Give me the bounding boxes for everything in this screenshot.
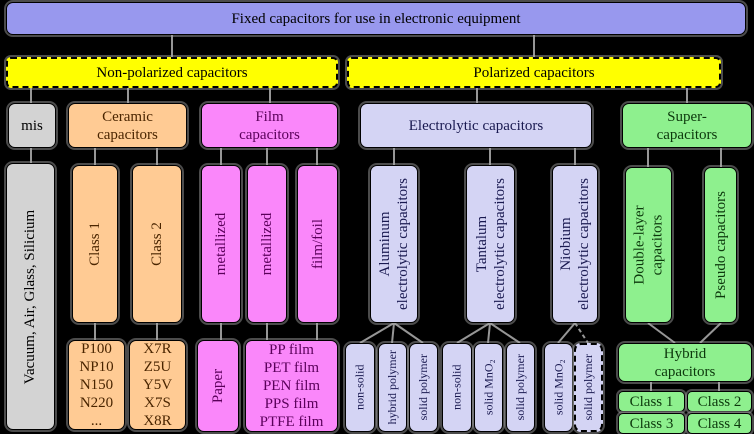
list-class2-types-label: X7R Z5U Y5V X7S X8R <box>142 341 173 429</box>
column-double-layer-label: Double-layer capacitors <box>631 205 666 285</box>
column-aluminum-electrolytic: Aluminum electrolytic capacitors <box>370 165 418 323</box>
list-class1-types-label: P100 NP10 N150 N220 ... <box>79 341 114 429</box>
column-tantalum-electrolytic-label: Tantalum electrolytic capacitors <box>473 177 508 311</box>
box-niobium-solid-polymer-label: solid polymer <box>581 354 596 421</box>
box-paper-label: Paper <box>210 368 226 404</box>
column-film-metallized-1: metallized <box>201 165 241 323</box>
box-aluminum-non-solid: non-solid <box>345 343 375 432</box>
root-box: Fixed capacitors for use in electronic e… <box>6 2 746 35</box>
box-super-class-1-label: Class 1 <box>629 393 674 410</box>
column-film-metallized-1-label: metallized <box>213 212 229 276</box>
column-film-foil: film/foil <box>297 165 338 323</box>
family-film-label: Film capacitors <box>239 108 300 143</box>
box-aluminum-hybrid-polymer: hybrid polymer <box>378 343 407 432</box>
column-ceramic-class-1: Class 1 <box>72 165 118 323</box>
column-film-foil-label: film/foil <box>309 219 326 269</box>
family-ceramic-label: Ceramic capacitors <box>97 108 158 143</box>
list-class1-types: P100 NP10 N150 N220 ... <box>68 340 125 430</box>
box-tantalum-solid-polymer-label: solid polymer <box>513 354 528 421</box>
box-tantalum-non-solid: non-solid <box>442 343 472 432</box>
family-mis: mis <box>8 103 56 148</box>
box-hybrid-capacitors: Hybrid capacitors <box>618 343 752 382</box>
family-film: Film capacitors <box>201 103 338 148</box>
column-mis-materials-label: Vacuum, Air, Glass, Silicium <box>22 209 39 384</box>
column-film-metallized-2: metallized <box>247 165 287 323</box>
box-super-class-4: Class 4 <box>687 413 752 434</box>
box-aluminum-solid-polymer-label: solid polymer <box>416 354 431 421</box>
list-film-types-label: PP film PET film PEN film PPS film PTFE … <box>259 342 324 430</box>
root-title: Fixed capacitors for use in electronic e… <box>231 10 521 27</box>
branch-polarized-label: Polarized capacitors <box>473 64 595 81</box>
box-super-class-1: Class 1 <box>618 391 685 412</box>
family-electrolytic-label: Electrolytic capacitors <box>408 117 544 134</box>
branch-non-polarized: Non-polarized capacitors <box>6 57 338 88</box>
branch-polarized: Polarized capacitors <box>347 57 721 88</box>
family-ceramic: Ceramic capacitors <box>68 103 187 148</box>
column-pseudo-label: Pseudo capacitors <box>712 191 729 299</box>
column-aluminum-electrolytic-label: Aluminum electrolytic capacitors <box>377 177 412 311</box>
box-hybrid-capacitors-label: Hybrid capacitors <box>654 345 716 380</box>
box-super-class-3: Class 3 <box>618 413 685 434</box>
family-super: Super- capacitors <box>622 103 752 148</box>
box-aluminum-hybrid-polymer-label: hybrid polymer <box>385 350 400 425</box>
branch-non-polarized-label: Non-polarized capacitors <box>96 64 248 81</box>
family-electrolytic: Electrolytic capacitors <box>360 103 592 148</box>
column-ceramic-class-1-label: Class 1 <box>86 222 103 266</box>
column-niobium-electrolytic-label: Niobium electrolytic capacitors <box>558 177 593 311</box>
box-super-class-2-label: Class 2 <box>697 393 742 410</box>
box-tantalum-solid-mno2-label: solid MnO₂ <box>481 359 496 416</box>
box-niobium-solid-mno2-label: solid MnO₂ <box>551 359 566 416</box>
family-mis-label: mis <box>21 117 43 134</box>
list-class2-types: X7R Z5U Y5V X7S X8R <box>129 340 186 430</box>
box-niobium-solid-mno2: solid MnO₂ <box>544 343 573 432</box>
column-tantalum-electrolytic: Tantalum electrolytic capacitors <box>466 165 515 323</box>
box-tantalum-solid-mno2: solid MnO₂ <box>474 343 503 432</box>
box-super-class-3-label: Class 3 <box>629 415 674 432</box>
box-aluminum-solid-polymer: solid polymer <box>409 343 438 432</box>
list-film-types: PP film PET film PEN film PPS film PTFE … <box>245 340 338 432</box>
column-niobium-electrolytic: Niobium electrolytic capacitors <box>552 165 598 323</box>
box-aluminum-non-solid-label: non-solid <box>352 364 367 411</box>
column-double-layer: Double-layer capacitors <box>625 167 672 323</box>
column-film-metallized-2-label: metallized <box>259 212 275 276</box>
box-paper: Paper <box>197 340 239 432</box>
box-super-class-2: Class 2 <box>687 391 752 412</box>
box-tantalum-solid-polymer: solid polymer <box>506 343 535 432</box>
column-mis-materials: Vacuum, Air, Glass, Silicium <box>6 163 55 430</box>
family-super-label: Super- capacitors <box>656 108 718 143</box>
box-niobium-solid-polymer: solid polymer <box>574 343 603 432</box>
box-tantalum-non-solid-label: non-solid <box>449 364 464 411</box>
column-ceramic-class-2: Class 2 <box>132 165 182 323</box>
column-ceramic-class-2-label: Class 2 <box>148 222 165 266</box>
box-super-class-4-label: Class 4 <box>697 415 742 432</box>
column-pseudo: Pseudo capacitors <box>704 167 737 323</box>
